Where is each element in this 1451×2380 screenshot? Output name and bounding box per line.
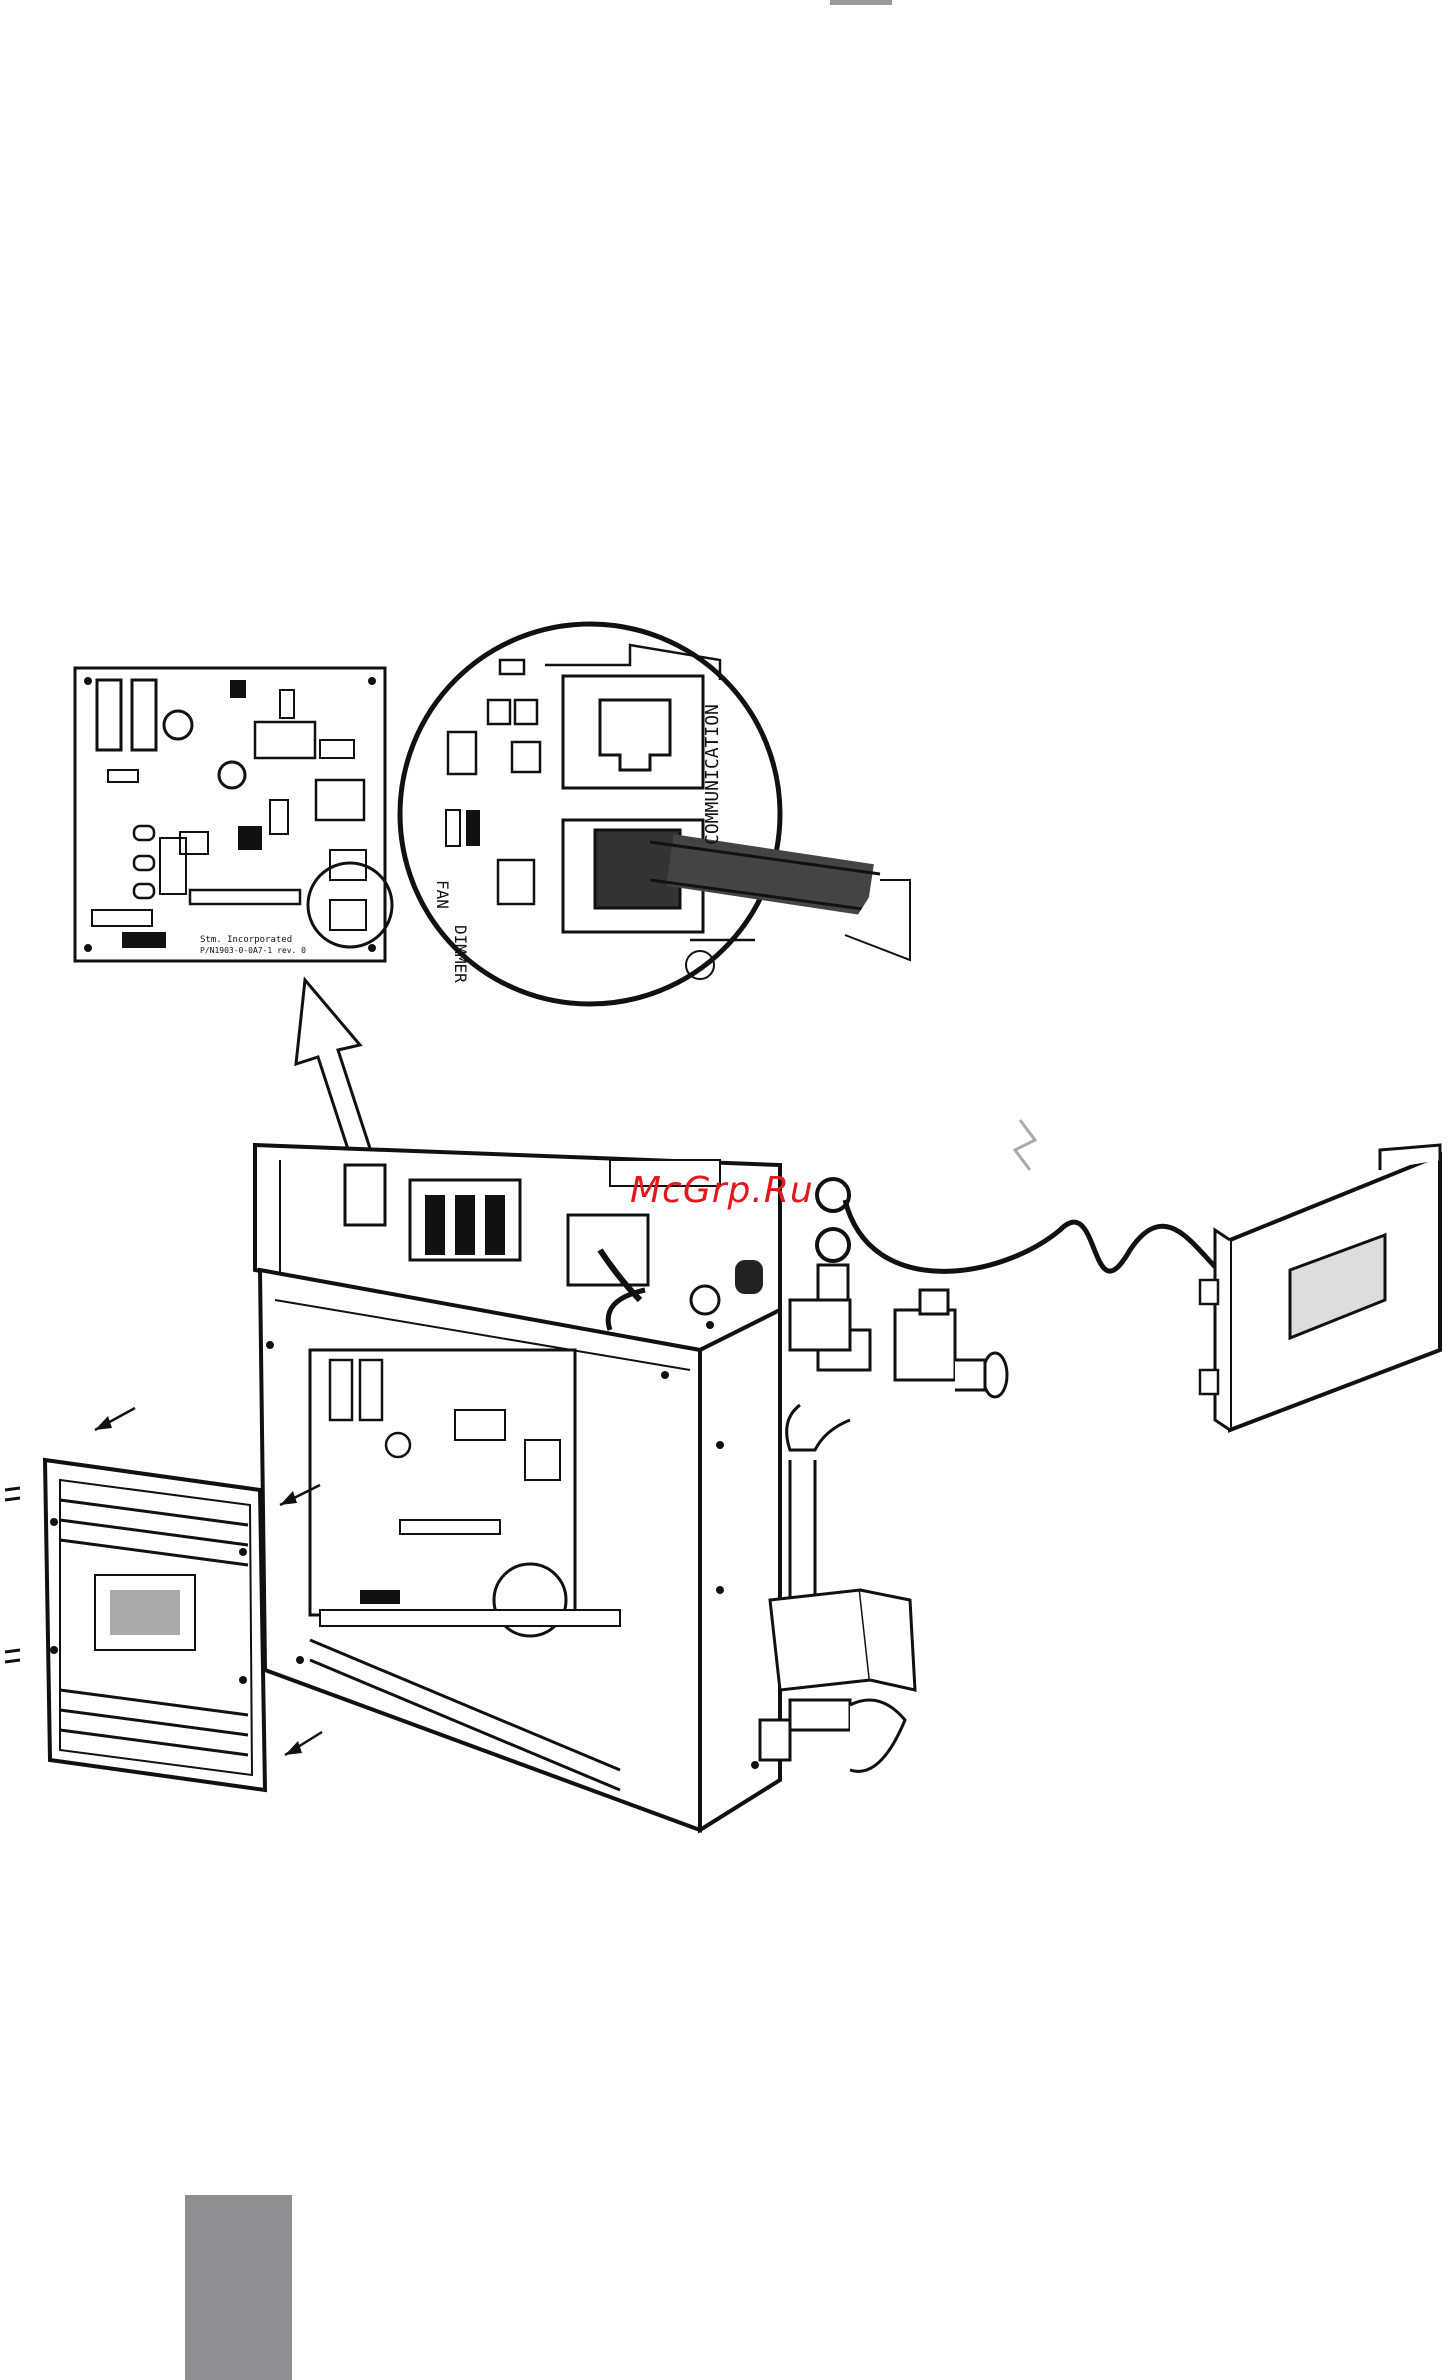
- control-panel-icon: [1200, 1145, 1440, 1430]
- board-label-1: Stm. Incorporated: [200, 935, 292, 945]
- board-label-2: P/N1903-0-0A7-1 rev. 0: [200, 946, 306, 955]
- rj45-connector-icon: [563, 676, 703, 788]
- communication-cable-icon: [845, 1200, 1230, 1280]
- steam-generator-icon: [255, 1145, 780, 1830]
- circuit-board-icon: Stm. Incorporated P/N1903-0-0A7-1 rev. 0: [75, 668, 392, 961]
- page-side-tab: [185, 2195, 292, 2380]
- watermark-text: McGrp.Ru: [630, 1170, 814, 1211]
- connector-zoom: COMMUNICATION DIMMER FAN: [400, 624, 910, 1004]
- dimmer-label: DIMMER: [451, 925, 470, 983]
- fan-label: FAN: [433, 880, 452, 909]
- communication-label: COMMUNICATION: [702, 704, 723, 845]
- bolt-icon: [1015, 1120, 1035, 1170]
